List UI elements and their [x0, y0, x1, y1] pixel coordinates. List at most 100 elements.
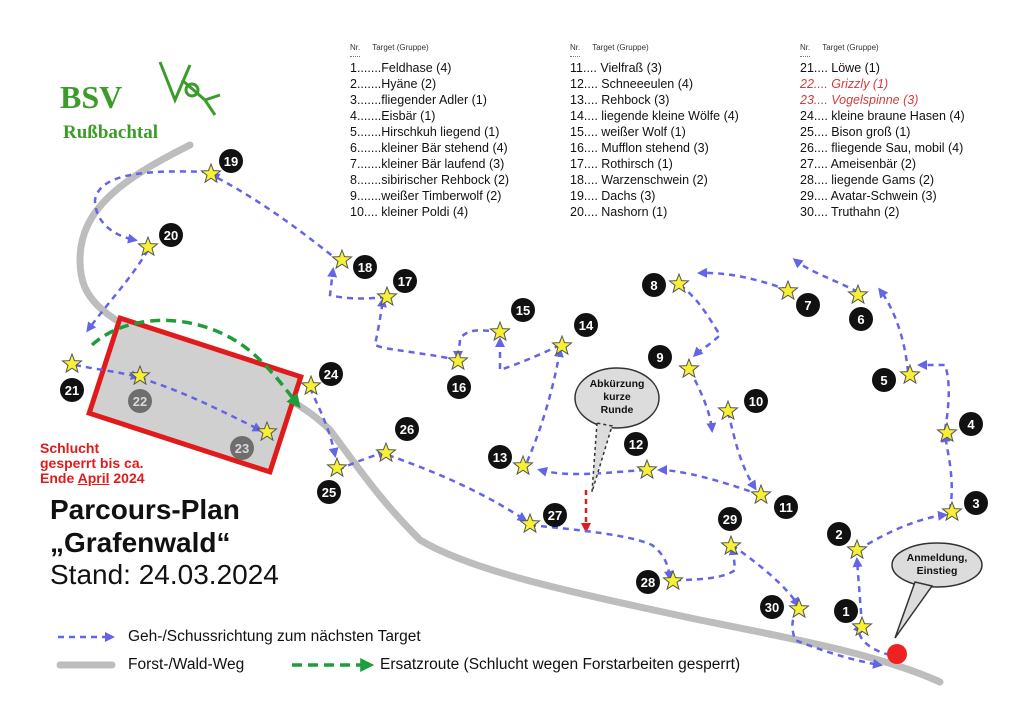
- target-badge-label-4: 4: [967, 417, 975, 432]
- target-star-11: [750, 483, 772, 505]
- arrow-15-16: [453, 329, 501, 361]
- warning-line-1: Schlucht: [40, 440, 100, 456]
- target-list-item: 27.... Ameisenbär (2): [800, 157, 917, 171]
- arrow-8-9: [679, 284, 722, 358]
- target-star-5: [899, 363, 921, 385]
- target-badge-24: [319, 362, 343, 386]
- target-star-20: [137, 235, 159, 257]
- page-date: Stand: 24.03.2024: [50, 559, 279, 590]
- target-list-item: 24.... kleine braune Hasen (4): [800, 109, 965, 123]
- target-star-26: [375, 441, 397, 463]
- forest-road: [76, 141, 944, 686]
- target-star-12: [636, 458, 658, 480]
- shortcut-bubble: [574, 367, 660, 493]
- target-star-22: [129, 364, 151, 386]
- target-star-8: [668, 272, 690, 294]
- target-list-item: 11.... Vielfraß (3): [570, 61, 662, 75]
- target-badge-13: [488, 445, 512, 469]
- target-badge-17: [393, 269, 417, 293]
- target-badge-14: [574, 313, 598, 337]
- arrow-10-11: [726, 411, 757, 491]
- target-list-item: 9.......weißer Timberwolf (2): [350, 189, 502, 203]
- target-badge-label-30: 30: [765, 600, 779, 615]
- target-star-25: [326, 456, 348, 478]
- target-badge-18: [353, 255, 377, 279]
- arrow-22-23: [139, 376, 263, 432]
- target-star-13: [512, 454, 534, 476]
- target-list-col-3: Nr.Target (Gruppe) 21.... Löwe (1)22....…: [800, 40, 1024, 220]
- target-star-2: [846, 538, 868, 560]
- arrow-29-30: [731, 543, 800, 608]
- target-star-16: [447, 349, 469, 371]
- closed-gorge-zone: [86, 314, 304, 476]
- target-star-21: [61, 352, 83, 374]
- target-badge-25: [317, 480, 341, 504]
- target-list-item: 8.......sibirischer Rehbock (2): [350, 173, 510, 187]
- target-badge-1: [834, 599, 858, 623]
- target-badge-10: [744, 389, 768, 413]
- warning-month: April: [77, 470, 110, 486]
- closed-gorge-warning: Schlucht gesperrt bis ca. Ende April 202…: [40, 441, 170, 486]
- target-badge-7: [796, 293, 820, 317]
- arrow-3-4: [941, 432, 953, 511]
- arrow-5-6: [878, 287, 910, 373]
- logo-initials: BSV: [60, 79, 122, 115]
- target-star-6: [847, 283, 869, 305]
- start-bubble: [891, 542, 983, 639]
- target-badge-29: [718, 507, 742, 531]
- target-badge-5: [872, 368, 896, 392]
- warning-line-2: gesperrt bis ca.: [40, 455, 144, 471]
- target-badge-label-13: 13: [493, 450, 507, 465]
- target-badge-21: [60, 378, 84, 402]
- arrow-30-end: [791, 609, 883, 669]
- target-list-item: 28.... liegende Gams (2): [800, 173, 935, 187]
- target-star-27: [519, 512, 541, 534]
- target-stars: [61, 162, 963, 637]
- target-star-10: [717, 399, 739, 421]
- target-list-item: 7.......kleiner Bär laufend (3): [350, 157, 505, 171]
- arrow-26-27: [387, 453, 528, 522]
- arrow-7-8: [697, 267, 789, 292]
- list-header-target: Target (Gruppe): [592, 43, 649, 52]
- target-list-item: 17.... Rothirsch (1): [570, 157, 673, 171]
- target-badge-label-18: 18: [358, 260, 372, 275]
- target-list-item: 2.......Hyäne (2): [350, 77, 437, 91]
- target-badge-label-21: 21: [65, 383, 79, 398]
- target-star-23: [256, 420, 278, 442]
- arrow-6-7: [792, 258, 859, 294]
- target-badge-23: [230, 436, 254, 460]
- target-badge-label-6: 6: [857, 312, 864, 327]
- target-badge-6: [849, 307, 873, 331]
- legend-direction: Geh-/Schussrichtung zum nächsten Target: [128, 628, 421, 645]
- shortcut-line-2: kurze: [603, 391, 631, 403]
- target-star-3: [941, 500, 963, 522]
- target-badge-label-17: 17: [398, 274, 412, 289]
- list-header-target: Target (Gruppe): [372, 43, 429, 52]
- arrow-9-10: [688, 369, 717, 433]
- arrow-2-3: [857, 510, 948, 552]
- arrow-20-21: [86, 249, 150, 333]
- target-badge-label-22: 22: [133, 394, 147, 409]
- start-line-1: Anmeldung,: [906, 552, 968, 564]
- target-list-col-1: Nr.Target (Gruppe) 1.......Feldhase (4)2…: [350, 40, 580, 220]
- target-star-24: [300, 374, 322, 396]
- target-star-9: [678, 357, 700, 379]
- target-list-item: 4.......Eisbär (1): [350, 109, 436, 123]
- target-list-item: 3.......fliegender Adler (1): [350, 93, 487, 107]
- target-badges: 1234567891011121314151617181920212223242…: [60, 149, 988, 623]
- target-star-1: [851, 615, 873, 637]
- target-list-item: 10.... kleiner Poldi (4): [350, 205, 469, 219]
- target-badge-label-10: 10: [749, 394, 763, 409]
- shortcut-line-1: Abkürzung: [589, 378, 645, 390]
- target-badge-15: [511, 298, 535, 322]
- target-list-item: 21.... Löwe (1): [800, 61, 880, 75]
- target-badge-label-14: 14: [579, 318, 594, 333]
- target-badge-label-29: 29: [723, 512, 737, 527]
- legend-road: Forst-/Wald-Weg: [128, 656, 245, 673]
- target-list-item: 20.... Nashorn (1): [570, 205, 668, 219]
- target-list-item: 15.... weißer Wolf (1): [570, 125, 686, 139]
- alternate-route: [90, 318, 301, 409]
- target-list-item: 26.... fliegende Sau, mobil (4): [800, 141, 964, 155]
- list-header-nr: Nr.: [800, 40, 811, 57]
